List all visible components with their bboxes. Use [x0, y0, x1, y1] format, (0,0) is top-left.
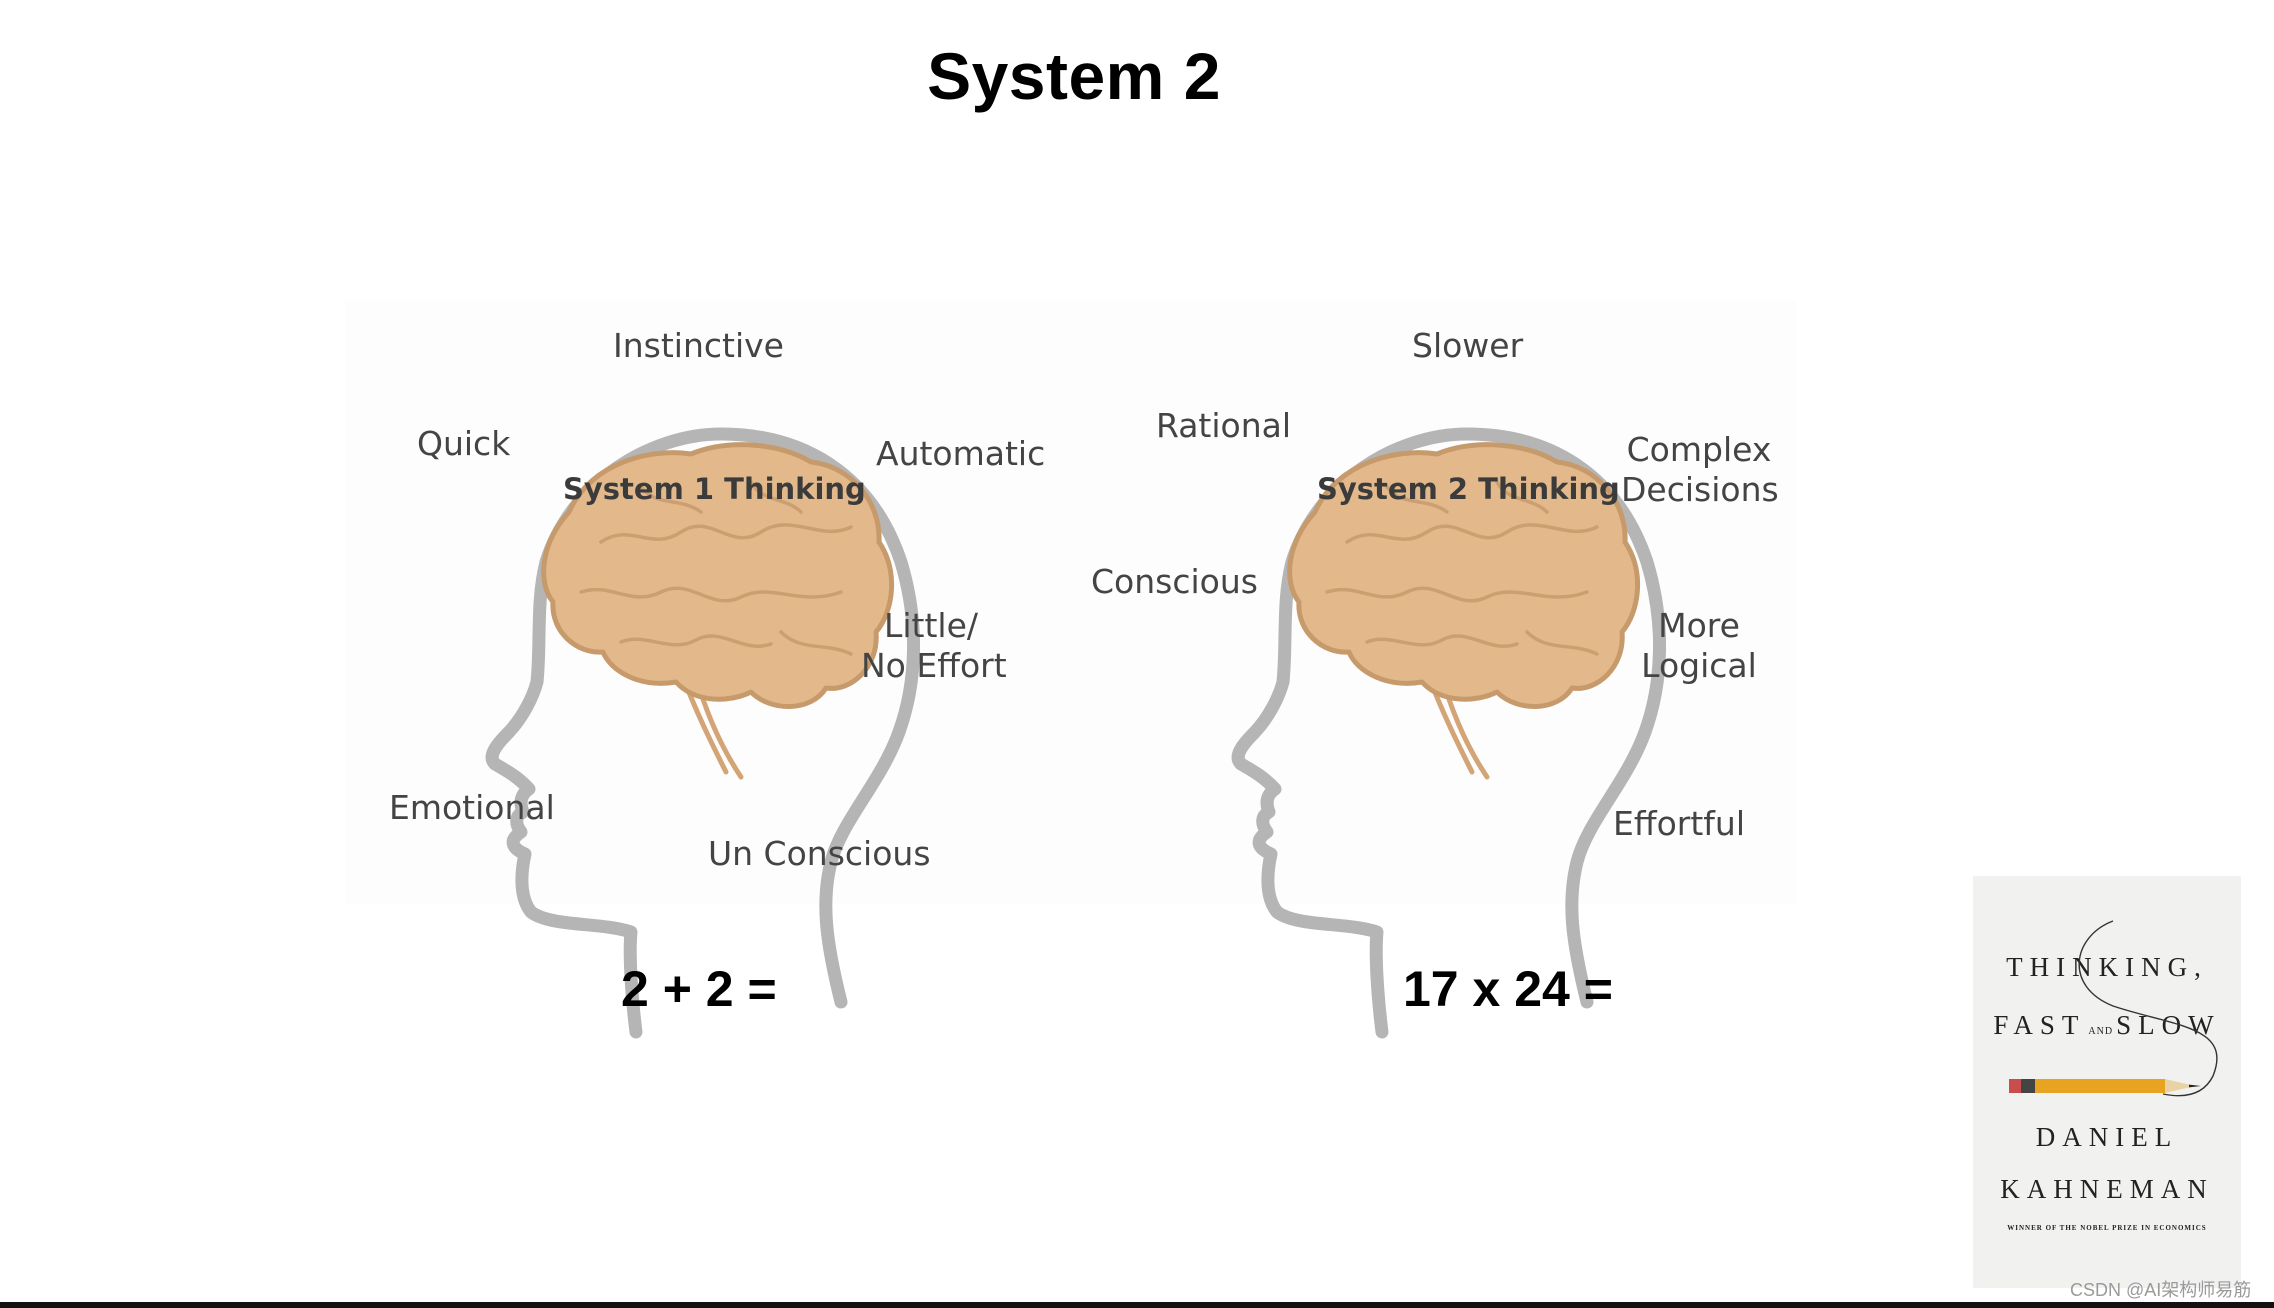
label-complex-decisions: Complex Decisions	[1621, 430, 1779, 510]
book-title-and: AND	[2088, 1026, 2114, 1037]
label-rational: Rational	[1156, 406, 1292, 445]
label-unconscious: Un Conscious	[708, 834, 931, 873]
book-author-first: DANIEL	[2035, 1122, 2179, 1152]
label-little-effort: Little/ No Effort	[861, 606, 1007, 686]
label-logical-line1: More	[1658, 606, 1740, 645]
label-emotional: Emotional	[389, 788, 555, 827]
label-effortful: Effortful	[1613, 804, 1745, 843]
system1-brain-title: System 1 Thinking	[563, 472, 866, 506]
label-more-logical: More Logical	[1629, 606, 1769, 686]
label-little-effort-line1: Little/	[883, 606, 979, 645]
equation-system2: 17 x 24 =	[1403, 961, 1613, 1017]
label-little-effort-line2: No Effort	[861, 646, 1007, 685]
book-title-slow: SLOW	[2116, 1010, 2221, 1040]
slide-title: System 2	[927, 39, 1221, 113]
watermark: CSDN @AI架构师易筋	[2070, 1280, 2252, 1300]
book-author-last: KAHNEMAN	[2000, 1174, 2214, 1204]
label-complex-line1: Complex	[1626, 430, 1772, 469]
label-slower: Slower	[1412, 326, 1524, 365]
bottom-border	[0, 1302, 2274, 1308]
system2-brain-title: System 2 Thinking	[1317, 472, 1620, 506]
pencil-icon	[2009, 1079, 2201, 1093]
label-complex-line2: Decisions	[1621, 470, 1779, 509]
book-title-line1: THINKING,	[2006, 952, 2208, 982]
book-title-fast: FAST	[1993, 1010, 2086, 1040]
label-quick: Quick	[417, 424, 511, 463]
pencil-line-icon	[2078, 920, 2218, 1097]
label-logical-line2: Logical	[1641, 646, 1757, 685]
label-conscious: Conscious	[1091, 562, 1258, 601]
label-instinctive: Instinctive	[613, 326, 784, 365]
equation-system1: 2 + 2 =	[621, 961, 777, 1017]
book-tagline: WINNER OF THE NOBEL PRIZE IN ECONOMICS	[2007, 1224, 2207, 1232]
diagram-panel: System 1 Thinking System 2 Thinking Inst…	[345, 300, 1797, 904]
label-automatic: Automatic	[876, 434, 1046, 473]
